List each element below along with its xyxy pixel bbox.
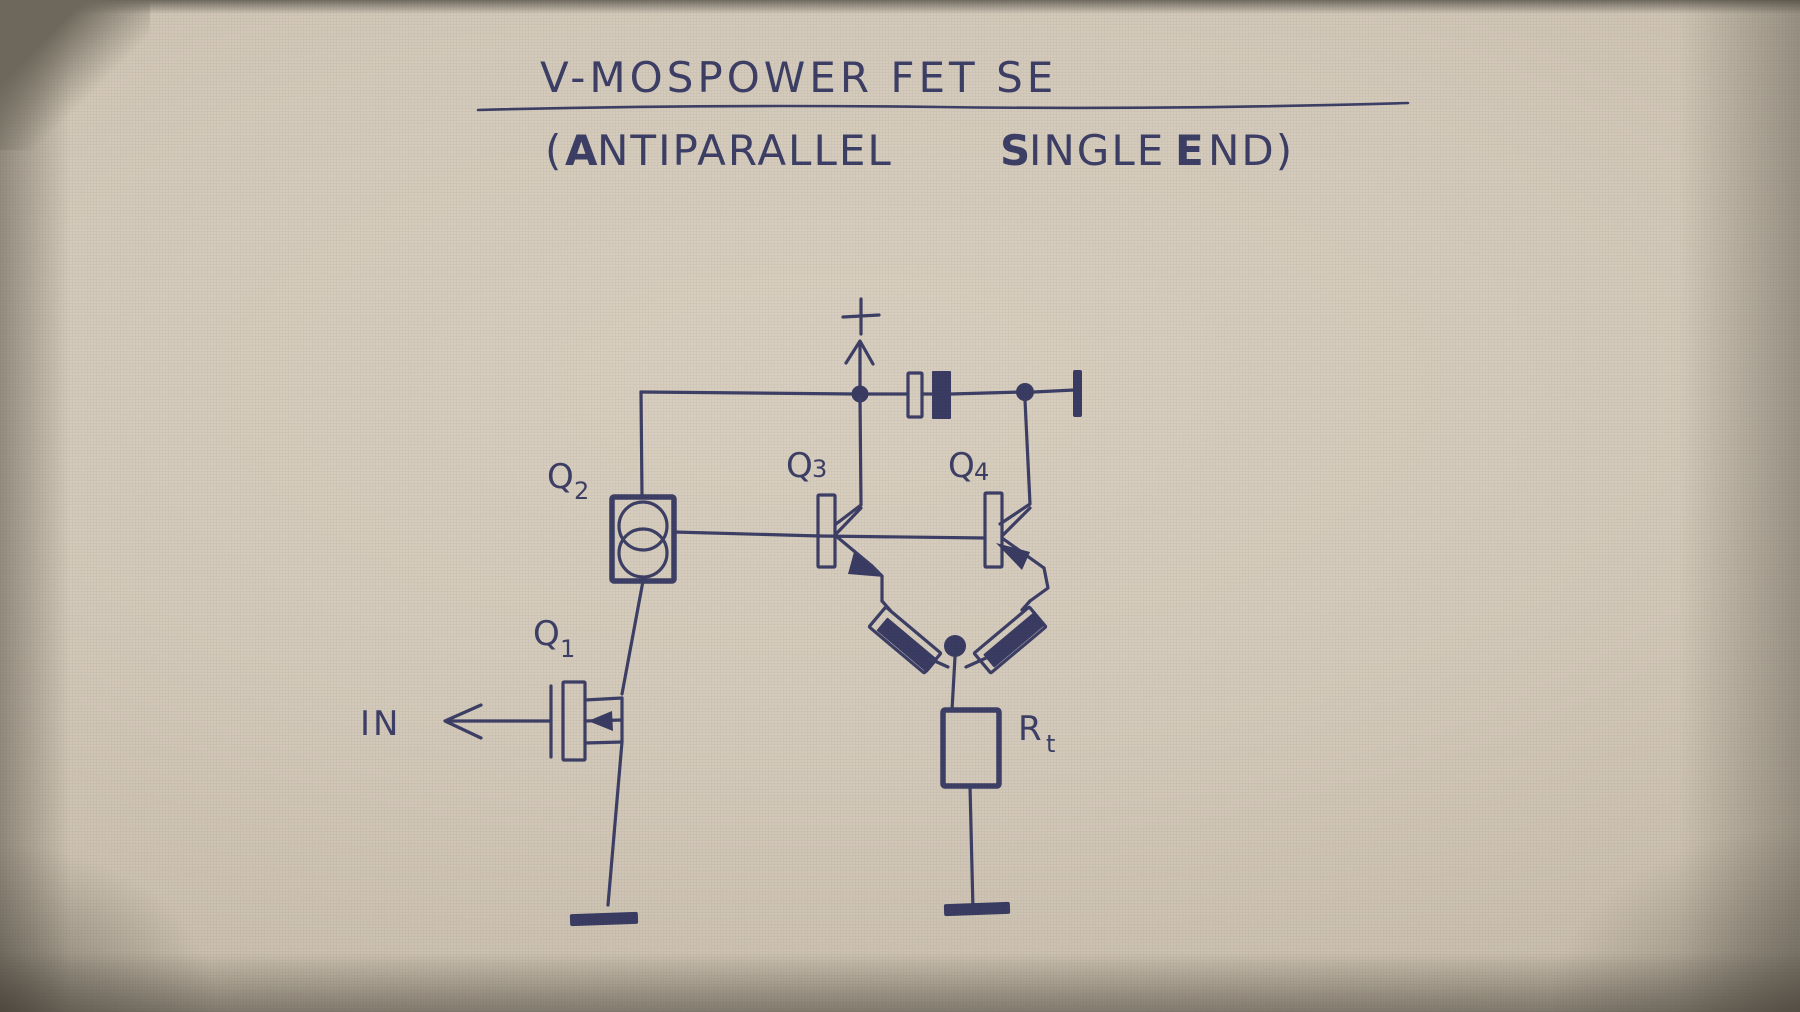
label-q2-index: 2	[574, 477, 591, 505]
wire-node-to-terminal	[1032, 388, 1076, 394]
wire-q3-collector	[834, 396, 863, 526]
node-output	[1016, 383, 1034, 401]
wire-cap-to-output-node	[949, 390, 1022, 396]
subtitle-word-nd: ND)	[1208, 126, 1294, 175]
label-rt-index: t	[1046, 730, 1057, 758]
subtitle-letter-s: S	[1000, 126, 1032, 175]
rail-top-left	[639, 390, 857, 396]
capacitor-c1	[906, 371, 951, 419]
label-q1-index: 1	[560, 635, 577, 663]
label-in: IN	[360, 704, 401, 744]
component-re2-emitter-resistor-right	[964, 599, 1048, 675]
component-re1-emitter-resistor-left	[867, 599, 950, 675]
wire-q4-collector	[998, 398, 1032, 526]
subtitle-letter-e: E	[1175, 126, 1206, 175]
label-rt: R	[1018, 709, 1043, 749]
node-supply	[851, 385, 869, 403]
title-underline	[476, 101, 1410, 112]
label-q4: Q	[948, 446, 976, 486]
wire-base-bus-left	[672, 530, 822, 538]
ground-symbol-left	[569, 911, 639, 927]
supply-plus-icon	[841, 297, 881, 400]
input-arrow-icon	[443, 703, 553, 740]
label-q3-index: 3	[812, 455, 829, 483]
ground-symbol-right	[943, 901, 1011, 917]
wire-node-to-rt	[950, 655, 957, 712]
component-q1-mosfet	[549, 680, 624, 762]
wire-q2-to-q1-drain	[620, 579, 645, 696]
label-q4-index: 4	[974, 458, 991, 486]
node-output-emitters	[944, 635, 966, 657]
component-q3-npn	[816, 493, 884, 603]
wire-q1-to-ground	[606, 740, 624, 907]
label-q1: Q	[533, 614, 561, 654]
wire-q2-top-drop	[639, 390, 644, 499]
component-q4-pnp	[983, 491, 1050, 603]
label-q3: Q	[786, 446, 814, 486]
wire-rt-to-ground	[968, 784, 975, 912]
label-q2: Q	[547, 457, 575, 497]
diagram-title: V-MOSPOWER FET SE	[540, 53, 1057, 102]
subtitle-word-ingle: INGLE	[1029, 126, 1165, 175]
component-q2-current-source	[609, 494, 677, 584]
output-terminal	[1073, 370, 1082, 417]
subtitle-word-antiparallel: NTIPARALLEL	[597, 126, 893, 175]
component-rt-resistor	[940, 707, 1002, 789]
wire-base-bus-mid	[818, 534, 987, 540]
subtitle-open-paren: (	[545, 126, 563, 175]
subtitle-letter-a: A	[565, 126, 600, 175]
